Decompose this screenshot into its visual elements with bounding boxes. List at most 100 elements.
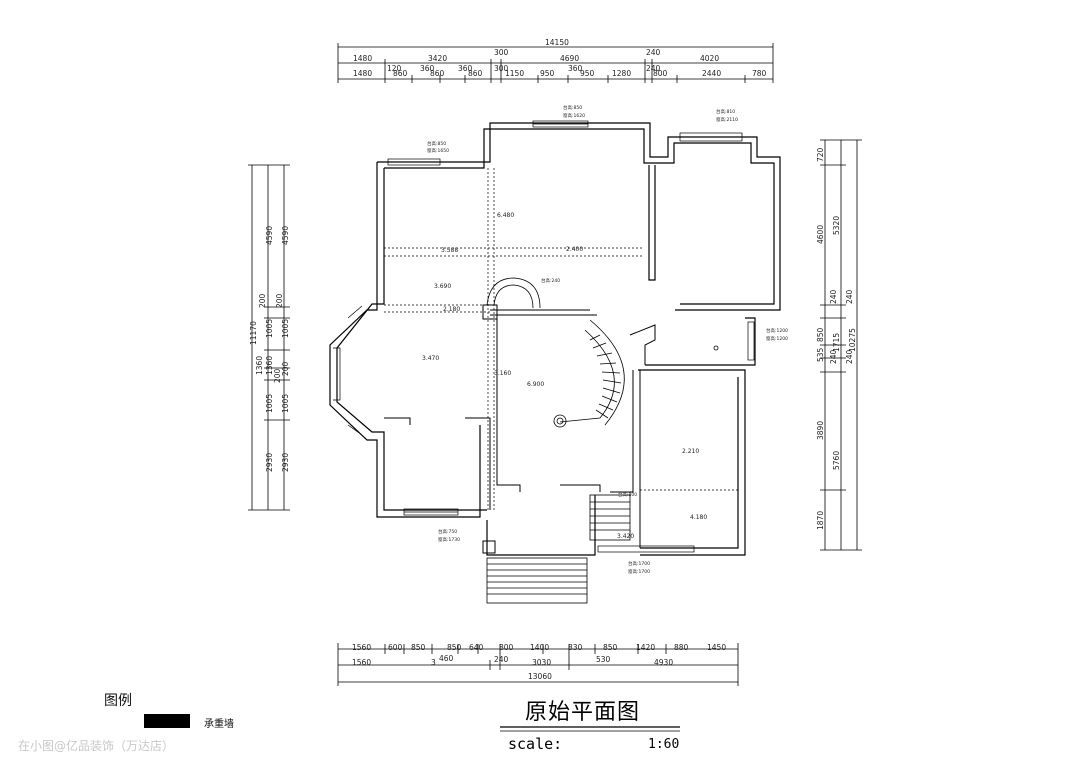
dim-top-r2-2: 360: [458, 64, 473, 73]
dim-bot-r1-9: 1420: [636, 643, 655, 652]
elev-2180: 2.180: [443, 306, 460, 313]
note-sill-800: 台高:800: [618, 491, 637, 498]
dim-bot-r1-5: 800: [499, 643, 514, 652]
note-win-1700: 窗高:1700: [628, 568, 650, 575]
top-dimensions: 14150 1480 3420 300 4690 240 4020 120 36…: [353, 38, 767, 78]
dim-right-a-1: 4600: [816, 225, 825, 244]
right-dimensions: 720 4600 240 850 535 240 3890 1870 5320 …: [816, 147, 857, 530]
bearing-wall-swatch: [144, 714, 190, 728]
dim-right-a-7: 1870: [816, 511, 825, 530]
elev-3160: 3.160: [494, 370, 511, 377]
dim-top-r1-5: 4020: [700, 54, 719, 63]
dim-right-b-1: 240: [845, 289, 854, 304]
elev-2400: 2.400: [566, 246, 583, 253]
dim-top-r2-4: 360: [568, 64, 583, 73]
dim-top-r2-0: 120: [387, 64, 402, 73]
dim-bot-r1-11: 1450: [707, 643, 726, 652]
dim-left-a-2: 1005: [265, 319, 274, 338]
dim-left-a-0: 4590: [265, 226, 274, 245]
dim-left-b-3: 1360: [255, 356, 264, 375]
dim-top-r3-10: 780: [752, 69, 767, 78]
dim-top-r3-8: 800: [653, 69, 668, 78]
dim-top-r3-3: 860: [468, 69, 483, 78]
dashed-beams: [384, 168, 738, 510]
dim-left-a-3: 1360: [265, 356, 274, 375]
watermark: 在小图@亿品装饰（万达店）: [18, 739, 175, 753]
elev-2210: 2.210: [682, 448, 699, 455]
dim-bot-r1-10: 880: [674, 643, 689, 652]
note-sill-850-a: 台高:850: [427, 140, 446, 147]
note-win-1200: 窗高:1200: [766, 335, 788, 342]
note-sill-810: 台高:810: [716, 108, 735, 115]
dimension-lines: [248, 43, 862, 686]
dim-bot-r1-1: 600: [388, 643, 403, 652]
dim-top-r2-1: 360: [420, 64, 435, 73]
dim-top-r3-4: 1150: [505, 69, 524, 78]
exterior-walls: [329, 122, 781, 556]
dim-right-b-3: 240: [845, 349, 854, 364]
note-win-1730: 窗高:1730: [438, 536, 460, 543]
dim-left-b-5: 1005: [281, 394, 290, 413]
dim-bot-r1-8: 850: [603, 643, 618, 652]
elev-3690: 3.690: [434, 283, 451, 290]
note-sill-240: 台高:240: [541, 277, 560, 284]
dim-top-r1-2: 300: [494, 48, 509, 57]
windows: [333, 120, 755, 553]
elevation-marks: 6.480 3.588 2.400 3.690 2.180 3.470 3.16…: [422, 212, 707, 540]
left-dimensions: 11170 4590 200 1005 1360 200 1005 2930 4…: [249, 226, 290, 472]
legend-bearing-wall-label: 承重墙: [204, 719, 234, 730]
dim-bot-r2-1: 3: [431, 658, 436, 667]
dim-right-a-3: 850: [816, 327, 825, 342]
dim-left-a-1: 200: [258, 293, 267, 308]
dim-top-r1-1: 3420: [428, 54, 447, 63]
note-sill-1700: 台高:1700: [628, 560, 650, 567]
dim-bot-r1-6: 1400: [530, 643, 549, 652]
dim-bot-r1-7: 830: [568, 643, 583, 652]
dim-bot-r2-5: 530: [596, 655, 611, 664]
dim-bot-r2-2: 460: [439, 654, 454, 663]
legend-title: 图例: [104, 693, 132, 709]
dim-top-r3-7: 1280: [612, 69, 631, 78]
dim-bot-r1-3: 850: [447, 643, 462, 652]
dim-top-r1-0: 1480: [353, 54, 372, 63]
dim-right-b-0: 5320: [832, 216, 841, 235]
dim-top-r3-2: 860: [430, 69, 445, 78]
dim-left-total: 11170: [249, 321, 258, 345]
dim-right-b-4: 5760: [832, 451, 841, 470]
dim-right-a-6: 3890: [816, 421, 825, 440]
note-sill-850-b: 台高:850: [563, 104, 582, 111]
elev-3588: 3.588: [441, 247, 458, 254]
dim-left-b-6: 2930: [281, 453, 290, 472]
scale-label: scale:: [508, 735, 563, 753]
dim-left-b-4: 200: [281, 361, 290, 376]
dim-top-r3-0: 1480: [353, 69, 372, 78]
drawing-title: 原始平面图: [525, 700, 641, 725]
dim-bot-r2-4: 3030: [532, 658, 551, 667]
bottom-dimensions: 1560 600 850 850 640 800 1400 830 850 14…: [352, 643, 726, 681]
scale-value: 1:60: [648, 737, 680, 752]
dim-bot-r1-0: 1560: [352, 643, 371, 652]
elev-6480: 6.480: [497, 212, 514, 219]
staircase: [486, 277, 719, 604]
dim-left-b-0: 4590: [281, 226, 290, 245]
elev-3470: 3.470: [422, 355, 439, 362]
dim-top-r3-6: 950: [580, 69, 595, 78]
title-underline: [500, 726, 680, 732]
dim-left-b-2: 1005: [281, 319, 290, 338]
dim-right-a-0: 720: [816, 147, 825, 162]
dim-top-r3-5: 950: [540, 69, 555, 78]
dim-right-total: 10275: [848, 328, 857, 352]
elev-3420: 3.420: [617, 533, 634, 540]
dim-bot-r2-0: 1560: [352, 658, 371, 667]
note-win-1650: 窗高:1650: [427, 147, 449, 154]
dim-top-r2-3: 300: [494, 64, 509, 73]
dim-left-a-5: 1005: [265, 394, 274, 413]
dim-right-b-2: 1715: [832, 333, 841, 352]
dim-left-b-1: 200: [275, 293, 284, 308]
dim-right-a-2: 240: [829, 289, 838, 304]
elev-6900: 6.900: [527, 381, 544, 388]
dim-top-r3-9: 2440: [702, 69, 721, 78]
sill-annotations: 台高:850 窗高:1650 台高:850 窗高:1620 台高:810 窗高:…: [427, 104, 788, 575]
note-win-1620: 窗高:1620: [563, 112, 585, 119]
